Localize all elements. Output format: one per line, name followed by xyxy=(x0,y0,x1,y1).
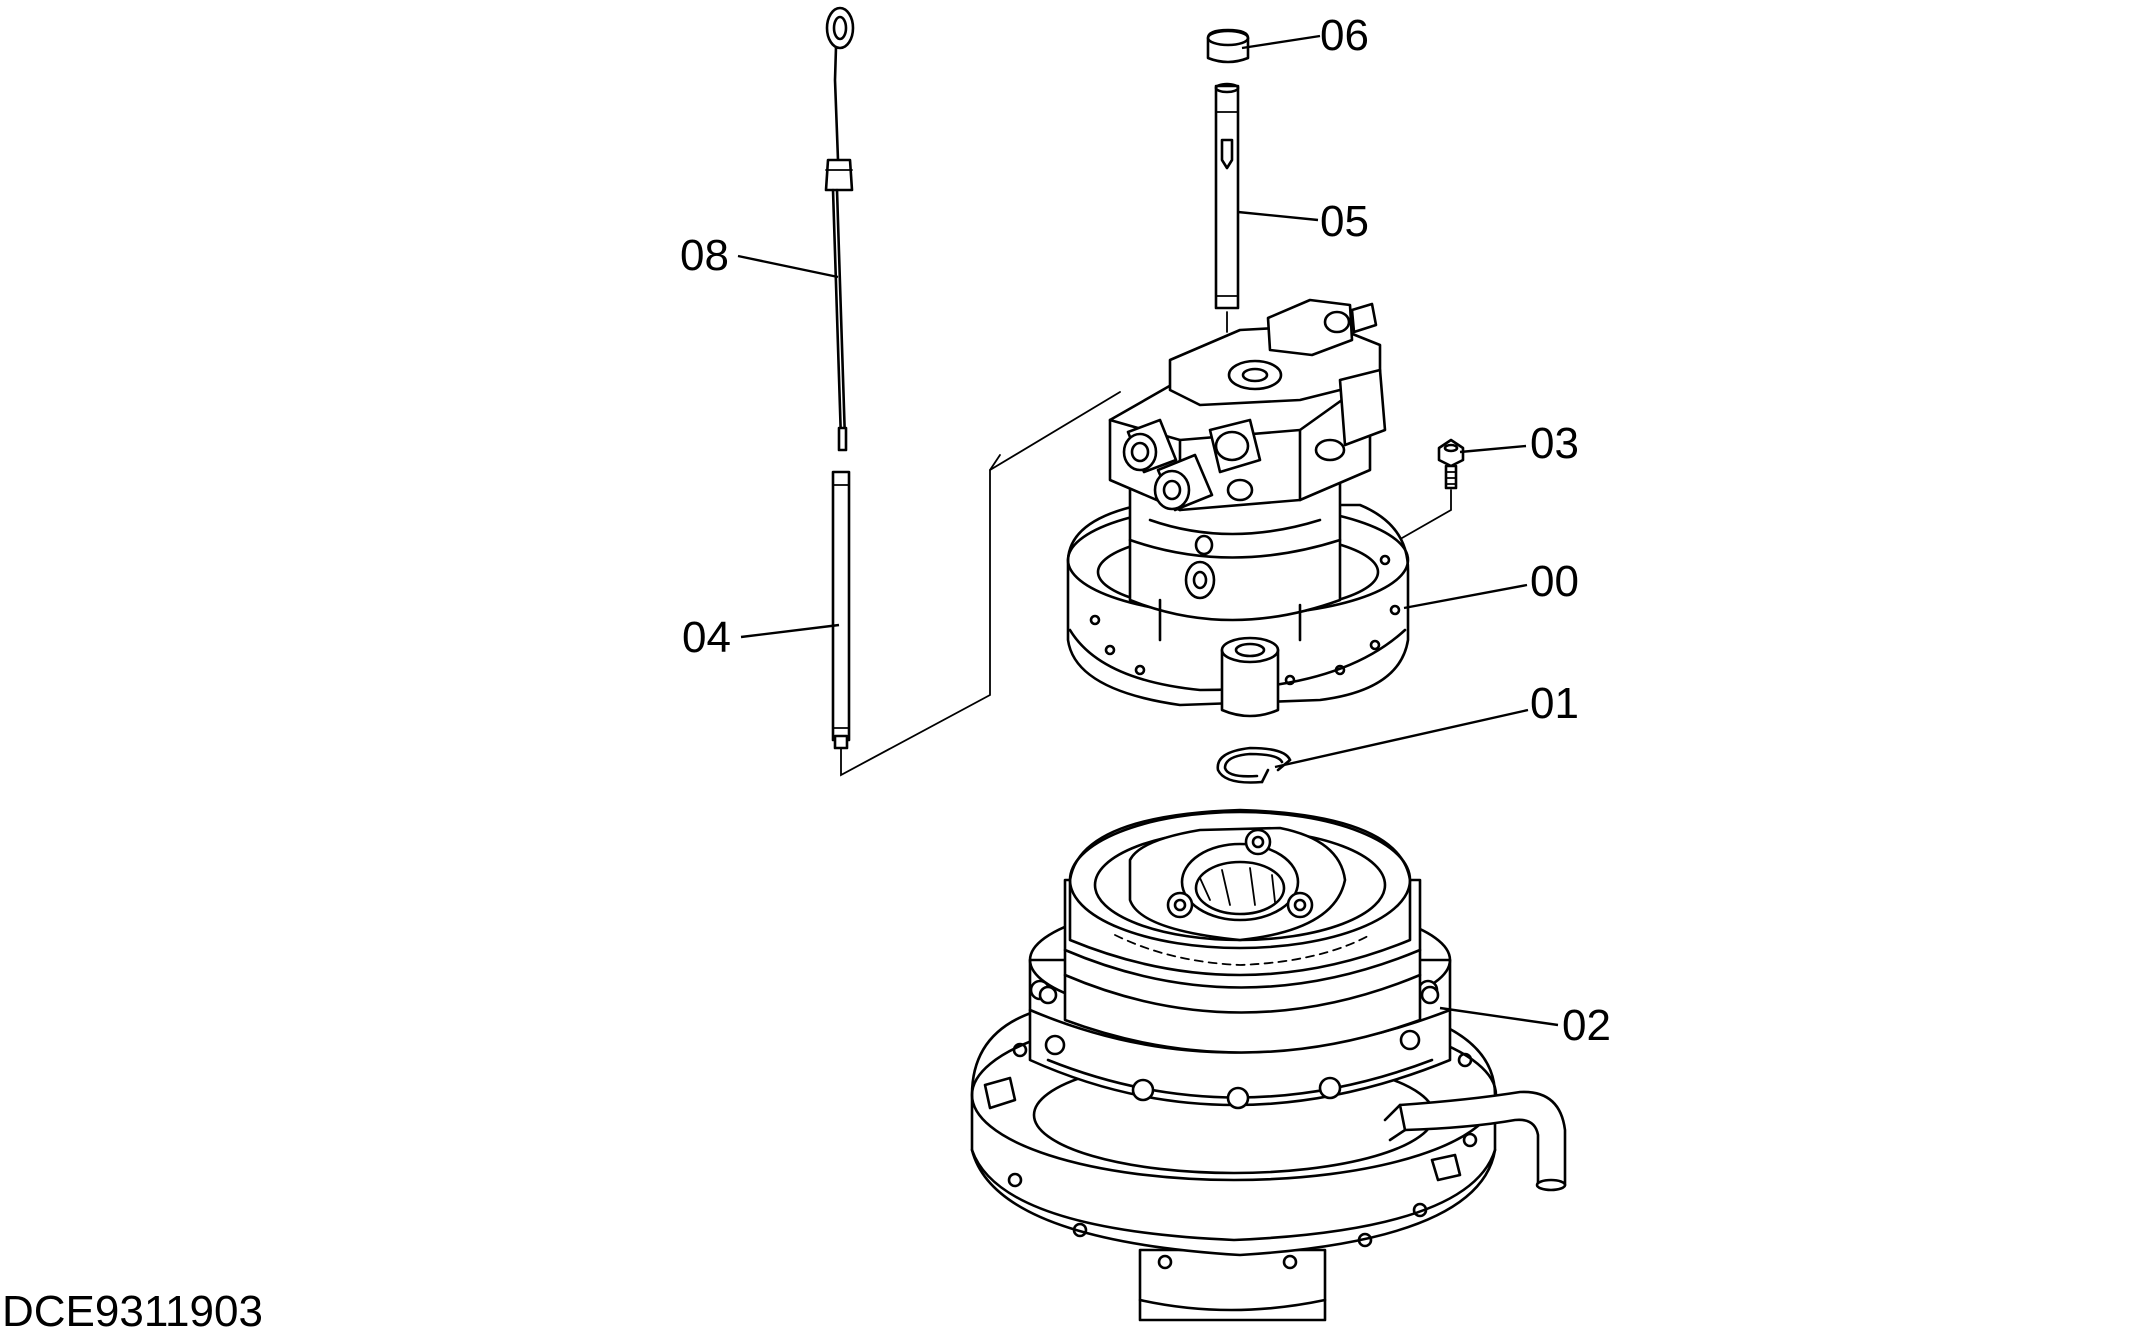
leader-lines xyxy=(737,34,1559,1027)
callout-labels: 06 05 08 03 00 01 04 02 xyxy=(680,11,1611,1050)
callout-03: 03 xyxy=(1530,419,1579,468)
drawing-code: DCE9311903 xyxy=(2,1287,263,1335)
part-01-snap-ring xyxy=(1216,746,1292,784)
callout-06: 06 xyxy=(1320,11,1369,60)
callout-02: 02 xyxy=(1562,1001,1611,1050)
part-00-swing-motor xyxy=(1066,298,1410,718)
callout-01: 01 xyxy=(1530,679,1579,728)
part-03-bolt xyxy=(1437,438,1465,490)
callout-08: 08 xyxy=(680,231,729,280)
assembly-route-line xyxy=(840,391,1121,777)
part-08-dipstick xyxy=(824,6,855,452)
part-02-reduction-gear xyxy=(970,808,1567,1322)
callout-05: 05 xyxy=(1320,197,1369,246)
callout-04: 04 xyxy=(682,613,731,662)
part-06-cap xyxy=(1206,28,1250,64)
part-04-tube xyxy=(831,470,851,750)
callout-00: 00 xyxy=(1530,557,1579,606)
part-05-gauge-pipe xyxy=(1214,82,1240,333)
